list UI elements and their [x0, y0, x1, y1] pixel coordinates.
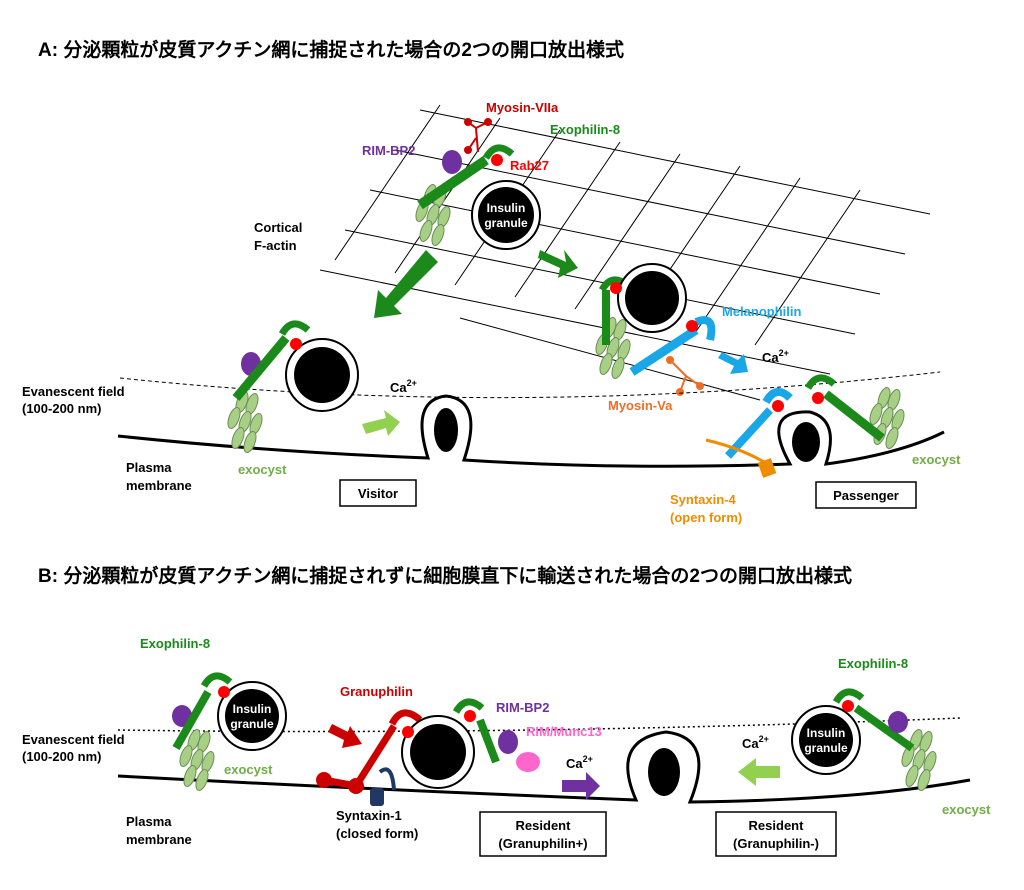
myosin-va-motif	[666, 356, 704, 396]
exocyst-cluster-visitor	[225, 389, 265, 455]
ca-passenger-label: Ca2+	[762, 348, 789, 365]
granule-label-b-right-2: granule	[804, 741, 848, 755]
granule-b-right: Insulin granule	[791, 688, 939, 793]
melanophilin-mid	[629, 326, 699, 376]
cortical-label-1: Cortical	[254, 220, 302, 235]
panel-a-title: A: 分泌顆粒が皮質アクチン網に捕捉された場合の2つの開口放出様式	[38, 38, 624, 61]
plasma-label-a-2: membrane	[126, 478, 192, 493]
rab27-label: Rab27	[510, 158, 549, 173]
passenger-box	[815, 481, 917, 509]
rim-bp2-top	[442, 150, 462, 174]
evanescent-label-a-2: (100-200 nm)	[22, 401, 101, 416]
syntaxin4-label-1: Syntaxin-4	[670, 492, 737, 507]
visitor-label: Visitor	[358, 486, 398, 501]
exocyst-cluster-b-right	[899, 727, 939, 793]
exocyst-cluster-passenger	[867, 385, 907, 451]
granule-label-top-2: granule	[484, 216, 528, 230]
exocyst-label-a-right: exocyst	[912, 452, 961, 467]
visitor-fused-core	[434, 408, 458, 452]
exophilin-8-label-a: Exophilin-8	[550, 122, 620, 137]
rim-bp2-label-a: RIM-BP2	[362, 143, 415, 158]
myosin-va-label: Myosin-Va	[608, 398, 673, 413]
evanescent-line-a	[119, 371, 941, 399]
syntaxin1-label-1: Syntaxin-1	[336, 808, 402, 823]
resident-plus-granule	[316, 698, 540, 806]
visitor-granule	[225, 320, 359, 455]
passenger-label: Passenger	[833, 488, 899, 503]
exophilin-8-label-b-left: Exophilin-8	[140, 636, 210, 651]
rim-munc13-label: RIM/Munc13	[526, 724, 602, 739]
resident-plus-box	[479, 811, 607, 857]
evanescent-label-b-2: (100-200 nm)	[22, 749, 101, 764]
exocyst-label-a-left: exocyst	[238, 462, 287, 477]
myosin-viia-motif	[464, 118, 492, 154]
resident-minus-label-2: (Granuphilin-)	[733, 836, 819, 851]
green-arrow-visitor	[362, 410, 400, 436]
passenger-fused-core	[792, 422, 820, 462]
ca-visitor-label: Ca2+	[390, 378, 417, 395]
evanescent-label-a-1: Evanescent field	[22, 384, 125, 399]
arrow-to-passenger	[538, 250, 578, 278]
resident-plus-label-1: Resident	[516, 818, 572, 833]
syntaxin1-label-2: (closed form)	[336, 826, 418, 841]
granule-label-b-2: granule	[230, 717, 274, 731]
resident-plus-label-2: (Granuphilin+)	[498, 836, 587, 851]
plasma-label-b-1: Plasma	[126, 814, 172, 829]
plasma-label-b-2: membrane	[126, 832, 192, 847]
blue-arrow-passenger	[718, 352, 748, 374]
exocyst-label-b-right: exocyst	[942, 802, 991, 817]
exocyst-label-b-left: exocyst	[224, 762, 273, 777]
arrow-to-visitor	[374, 250, 438, 318]
resident-fused-core	[648, 748, 680, 796]
granule-label-b-right-1: Insulin	[807, 726, 846, 740]
resident-minus-box	[715, 811, 837, 857]
syntaxin4-label-2: (open form)	[670, 510, 742, 525]
resident-minus-label-1: Resident	[749, 818, 805, 833]
ca-right-label: Ca2+	[742, 734, 769, 751]
melanophilin-label: Melanophilin	[722, 304, 802, 319]
granule-label-b-1: Insulin	[233, 702, 272, 716]
green-arrow-b	[738, 758, 780, 786]
captured-granule-top: Insulin granule	[413, 118, 541, 250]
granule-b-left: Insulin granule	[172, 672, 287, 793]
purple-arrow	[562, 772, 600, 800]
rab27-dot-top	[491, 154, 503, 166]
passenger-granule-mid	[593, 263, 716, 396]
granuphilin-label: Granuphilin	[340, 684, 413, 699]
granuphilin-arrow	[328, 724, 362, 748]
visitor-box	[339, 479, 417, 507]
cortical-label-2: F-actin	[254, 238, 297, 253]
exophilin-8-label-b-right: Exophilin-8	[838, 656, 908, 671]
myosin-viia-label: Myosin-VIIa	[486, 100, 559, 115]
ca-mid-label: Ca2+	[566, 754, 593, 771]
plasma-label-a-1: Plasma	[126, 460, 172, 475]
passenger-granule	[705, 374, 907, 478]
granule-label-top-1: Insulin	[487, 201, 526, 215]
rim-bp2-label-b: RIM-BP2	[496, 700, 549, 715]
exophilin-8-top	[417, 155, 489, 210]
evanescent-label-b-1: Evanescent field	[22, 732, 125, 747]
plasma-membrane-a	[117, 394, 945, 468]
panel-b-title: B: 分泌顆粒が皮質アクチン網に捕捉されずに細胞膜直下に輸送された場合の2つの開…	[38, 564, 852, 587]
exocyst-cluster-mid	[593, 315, 633, 381]
